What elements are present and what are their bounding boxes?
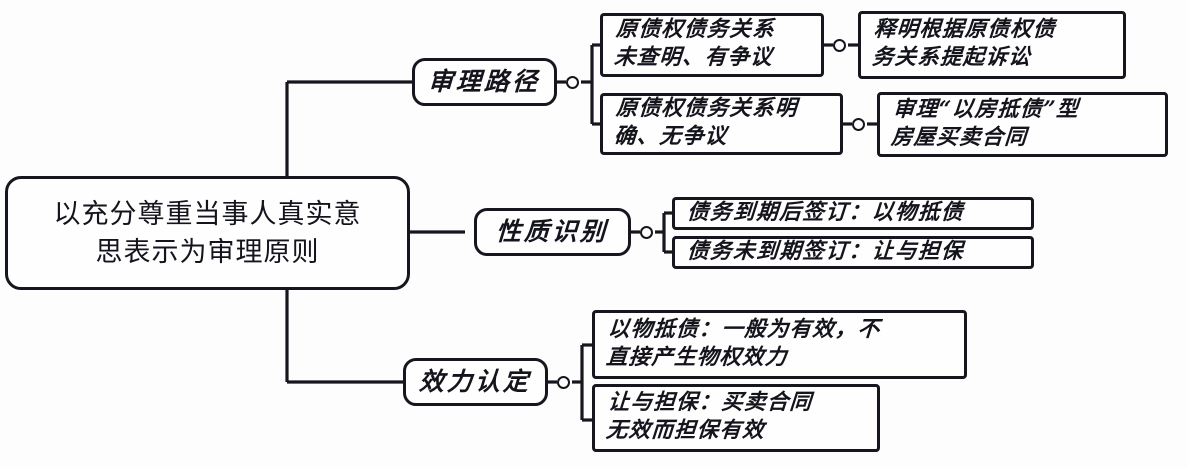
- root-node-label: 以充分尊重当事人真实意 思表示为审理原则: [53, 198, 362, 267]
- leaf-label-unclear-debt: 原债权债务关系 未查明、有争议: [613, 17, 776, 70]
- joint-trial-path: [566, 75, 579, 89]
- branch-node-validity-determination[interactable]: 效力认定: [403, 358, 548, 406]
- branch-label-validity-determination: 效力认定: [418, 367, 533, 396]
- joint-validity-determination: [557, 375, 570, 389]
- leaf-debt-in-kind-validity[interactable]: 以物抵债：一般为有效，不 直接产生物权效力: [592, 310, 967, 379]
- leaf-unclear-debt[interactable]: 原债权债务关系 未查明、有争议: [600, 13, 824, 77]
- root-node[interactable]: 以充分尊重当事人真实意 思表示为审理原则: [5, 176, 410, 290]
- branch-label-trial-path: 审理路径: [427, 67, 542, 96]
- leaf-label-transfer-guarantee-validity: 让与担保：买卖合同 无效而担保有效: [605, 390, 814, 443]
- leaf-label-house-sale-contract: 审理“以房抵债”型 房屋买卖合同: [890, 96, 1080, 150]
- leaf-clear-debt[interactable]: 原债权债务关系明 确、无争议: [600, 93, 843, 155]
- branch-node-nature-identification[interactable]: 性质识别: [474, 208, 631, 256]
- leaf-after-due[interactable]: 债务到期后签订：以物抵债: [672, 197, 1034, 230]
- joint-unclear-debt: [833, 38, 846, 52]
- joint-nature-identification: [640, 225, 653, 239]
- leaf-label-clear-debt: 原债权债务关系明 确、无争议: [613, 96, 799, 149]
- branch-label-nature-identification: 性质识别: [495, 217, 610, 246]
- leaf-label-after-due: 债务到期后签订：以物抵债: [686, 199, 966, 225]
- leaf-before-due[interactable]: 债务未到期签订：让与担保: [672, 236, 1034, 269]
- leaf-label-before-due: 债务未到期签订：让与担保: [686, 238, 966, 264]
- leaf-house-sale-contract[interactable]: 审理“以房抵债”型 房屋买卖合同: [877, 92, 1168, 157]
- leaf-transfer-guarantee-validity[interactable]: 让与担保：买卖合同 无效而担保有效: [592, 384, 880, 452]
- leaf-label-explain-original-claim: 释明根据原债权债 务关系提起诉讼: [871, 17, 1057, 70]
- leaf-explain-original-claim[interactable]: 释明根据原债权债 务关系提起诉讼: [858, 11, 1126, 79]
- joint-clear-debt: [852, 117, 865, 131]
- branch-node-trial-path[interactable]: 审理路径: [412, 58, 557, 106]
- leaf-label-debt-in-kind-validity: 以物抵债：一般为有效，不 直接产生物权效力: [605, 316, 882, 370]
